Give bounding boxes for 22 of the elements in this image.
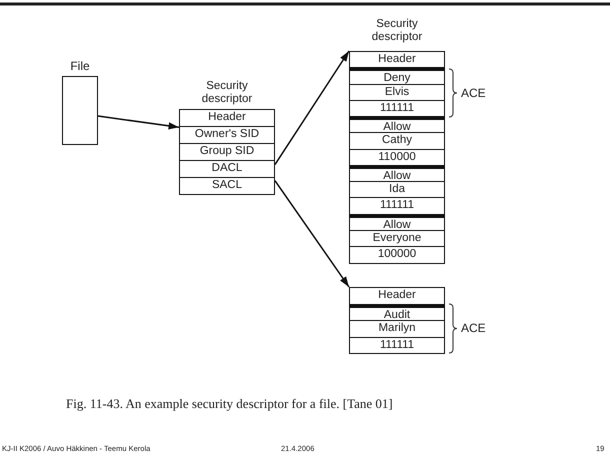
arrow	[274, 50, 350, 165]
ace-label: ACE	[461, 321, 486, 335]
table-row: 111111	[349, 336, 445, 354]
ace-label: ACE	[461, 86, 486, 100]
table-heading: Security descriptor	[370, 18, 424, 44]
file-label: File	[69, 60, 91, 73]
table-row: Header	[349, 287, 445, 305]
table-row: Cathy	[349, 132, 445, 150]
table-heading: Security descriptor	[200, 80, 254, 106]
table-row: Deny	[349, 67, 445, 85]
figure-caption: Fig. 11-43. An example security descriptor for a file. [Tane 01]	[66, 396, 393, 412]
table-row: Header	[179, 109, 275, 128]
arrow	[274, 180, 350, 288]
table-row: SACL	[179, 177, 275, 196]
table-row: 111111	[349, 197, 445, 215]
table-row: DACL	[179, 160, 275, 178]
arrow	[98, 115, 180, 130]
table-row: 100000	[349, 246, 445, 264]
file-box	[62, 76, 98, 145]
table-row: Group SID	[179, 143, 275, 162]
table-row: Owner's SID	[179, 126, 275, 144]
table-row: Marilyn	[349, 320, 445, 338]
